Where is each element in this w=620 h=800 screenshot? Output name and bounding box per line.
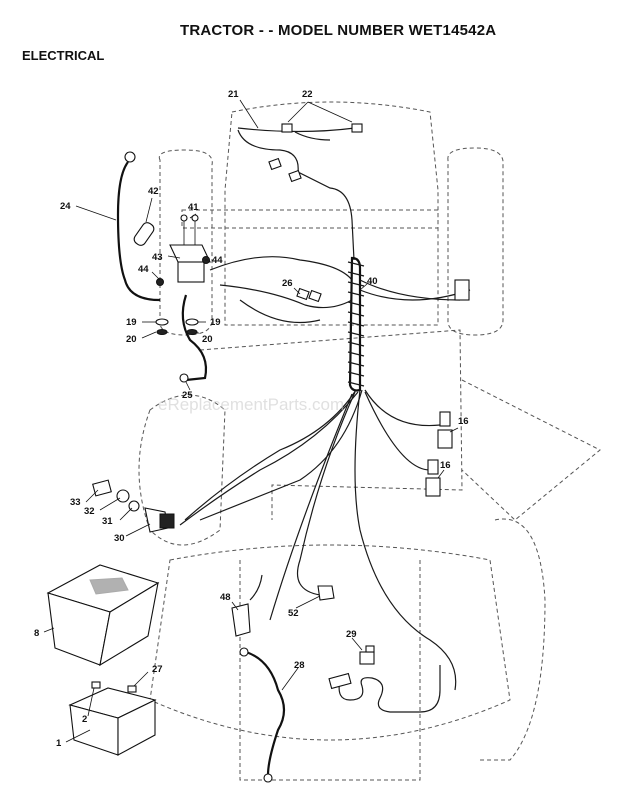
headlight-bulb-right — [351, 123, 363, 133]
callout-44-left: 44 — [138, 264, 149, 275]
callout-labels: 21 22 24 42 41 43 44 44 19 20 19 20 25 2… — [34, 89, 469, 749]
front-right-wheel-outline — [447, 147, 504, 336]
callout-40: 40 — [367, 276, 378, 287]
headlight-bulb-left — [281, 123, 293, 133]
watermark: eReplacementParts.com — [158, 395, 344, 414]
terminal-bolt-27 — [127, 685, 137, 693]
callout-21: 21 — [228, 89, 239, 100]
rear-frame-outline — [239, 560, 421, 781]
front-axle-outline — [181, 209, 439, 229]
page-title: TRACTOR - - MODEL NUMBER WET14542A — [180, 22, 497, 39]
rear-left-wheel-outline — [138, 394, 226, 546]
callout-2: 2 — [82, 714, 87, 725]
washer-19-left — [155, 318, 169, 326]
leader-lines — [43, 99, 459, 743]
callout-8: 8 — [34, 628, 39, 639]
callout-43: 43 — [152, 252, 163, 263]
callout-41: 41 — [188, 202, 199, 213]
callout-27: 27 — [152, 664, 163, 675]
nut-20-right — [186, 329, 198, 335]
callout-32: 32 — [84, 506, 95, 517]
callout-20-right: 20 — [202, 334, 213, 345]
callout-16-lower: 16 — [440, 460, 451, 471]
callout-26: 26 — [282, 278, 293, 289]
nut-20-left — [156, 329, 168, 335]
callout-31: 31 — [102, 516, 113, 527]
callout-44-right: 44 — [212, 255, 223, 266]
solenoid-body — [177, 261, 205, 283]
callout-16-upper: 16 — [458, 416, 469, 427]
deck-outline — [461, 379, 601, 521]
coil-cord-connector — [328, 672, 352, 690]
connector-26 — [296, 287, 322, 303]
fuse-holder-48 — [231, 603, 251, 637]
callout-24: 24 — [60, 201, 71, 212]
callout-20-left: 20 — [126, 334, 137, 345]
screw-41a — [180, 214, 188, 222]
key-33 — [92, 479, 112, 497]
terminal-bolt-2 — [91, 681, 101, 689]
callout-33: 33 — [70, 497, 81, 508]
seat-outline — [149, 544, 511, 741]
cable-terminal — [124, 151, 136, 163]
main-harness-40 — [179, 256, 471, 691]
section-title: ELECTRICAL — [22, 48, 105, 63]
starter-cable-25 — [181, 294, 208, 382]
harness-connector — [268, 157, 282, 171]
callout-48: 48 — [220, 592, 231, 603]
component-29 — [359, 645, 375, 665]
callout-1: 1 — [56, 738, 62, 749]
harness-coil-loops — [347, 261, 365, 387]
body-outline — [199, 329, 463, 520]
harness-connector-b — [288, 169, 302, 183]
nut-32 — [116, 489, 130, 503]
battery-box-8 — [46, 564, 160, 667]
callout-30: 30 — [114, 533, 125, 544]
callout-28: 28 — [294, 660, 305, 671]
switch-16-upper — [437, 411, 453, 449]
hood-outline — [224, 101, 439, 326]
ignition-assembly — [92, 479, 175, 533]
cable-terminal-25 — [179, 373, 189, 383]
cable-terminal-28b — [263, 773, 273, 783]
ignition-connector — [159, 513, 175, 529]
callout-19-left: 19 — [126, 317, 137, 328]
callout-25: 25 — [182, 390, 193, 401]
battery-1 — [68, 681, 157, 756]
battery-cable-24 — [116, 161, 161, 302]
switch-16-lower — [425, 459, 441, 497]
pto-switch-connector — [454, 279, 470, 301]
front-left-wheel-outline — [158, 149, 213, 336]
boot-42 — [133, 222, 155, 246]
rear-right-wheel-outline — [480, 518, 546, 761]
callout-29: 29 — [346, 629, 357, 640]
coil-cord — [338, 665, 441, 713]
callout-22: 22 — [302, 89, 313, 100]
cable-terminal-28a — [239, 647, 249, 657]
headlight-harness — [237, 123, 363, 261]
ground-cable-28 — [245, 650, 286, 776]
nut-44-left — [156, 278, 164, 286]
washer-19-right — [185, 318, 199, 326]
callout-19-right: 19 — [210, 317, 221, 328]
callout-52: 52 — [288, 608, 299, 619]
connector-52 — [317, 585, 335, 601]
callout-42: 42 — [148, 186, 159, 197]
tractor-outline — [138, 101, 601, 781]
